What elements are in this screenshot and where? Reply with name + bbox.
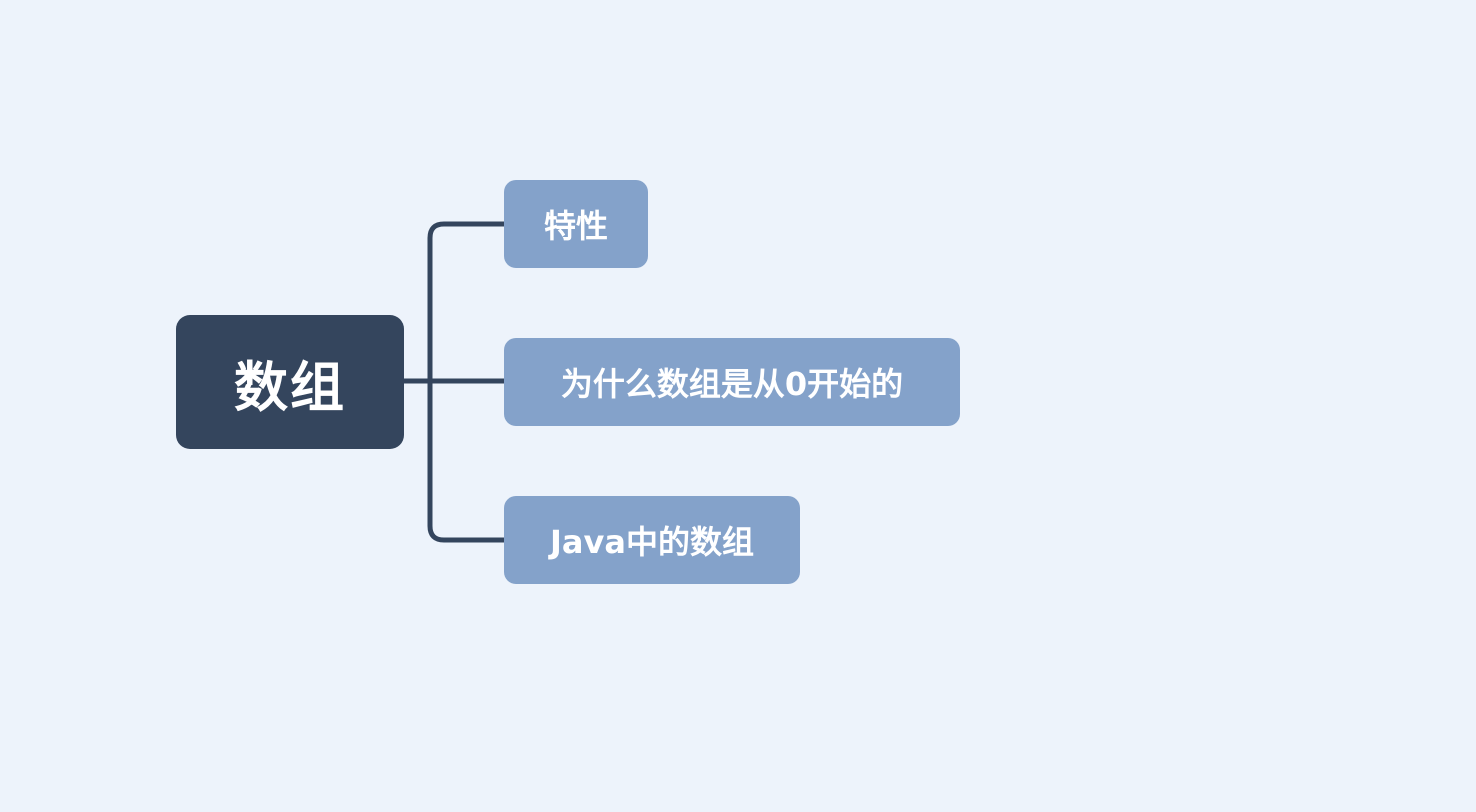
connector-to-child-2 [427, 378, 507, 543]
subtopic-label: Java中的数组 [550, 523, 754, 561]
connector-to-child-0 [427, 221, 507, 384]
root-topic-label: 数组 [234, 355, 346, 419]
subtopic-node-features[interactable]: 特性 [504, 180, 648, 268]
root-topic-node[interactable]: 数组 [176, 315, 404, 449]
subtopic-label: 为什么数组是从0开始的 [560, 365, 904, 403]
subtopic-node-why-zero-index[interactable]: 为什么数组是从0开始的 [504, 338, 960, 426]
subtopic-label: 特性 [543, 207, 608, 245]
subtopic-node-java-arrays[interactable]: Java中的数组 [504, 496, 800, 584]
